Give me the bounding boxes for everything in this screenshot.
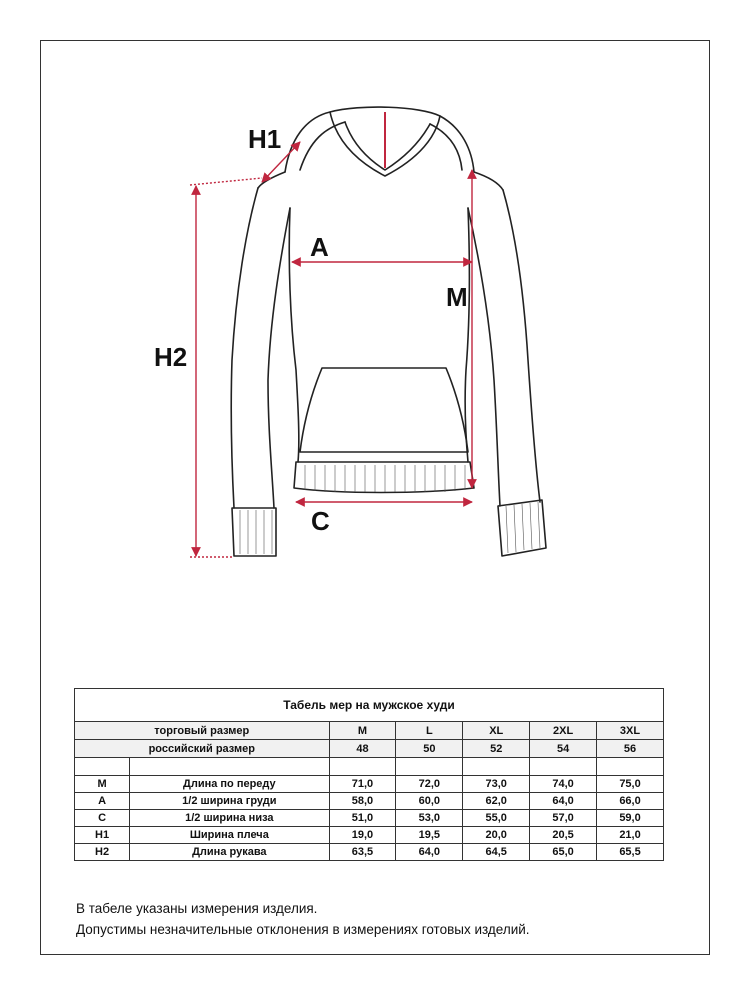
row-value: 74,0 [529, 775, 598, 793]
row-value: 59,0 [596, 809, 664, 827]
row-code: C [73, 809, 131, 827]
row-value: 51,0 [328, 809, 397, 827]
russian-size-label: российский размер [74, 739, 330, 758]
size-chart-table: Табель мер на мужское худи торговый разм… [73, 688, 664, 861]
row-value: 72,0 [395, 775, 464, 793]
row-name: Длина по переду [129, 775, 330, 793]
size-cell: L [395, 721, 464, 740]
row-value: 53,0 [395, 809, 464, 827]
label-h2: H2 [154, 342, 188, 372]
russian-size-cell: 52 [462, 739, 531, 758]
size-cell: XL [462, 721, 531, 740]
row-value: 64,5 [462, 843, 531, 861]
size-cell: 3XL [596, 721, 664, 740]
row-name: 1/2 ширина низа [129, 809, 330, 827]
row-value: 21,0 [596, 826, 664, 844]
row-value: 20,0 [462, 826, 531, 844]
footnote-line-2: Допустимы незначительные отклонения в из… [76, 922, 530, 937]
size-cell: M [328, 721, 397, 740]
rib-lines [239, 465, 541, 554]
russian-size-cell: 54 [529, 739, 598, 758]
label-h1: H1 [248, 124, 282, 154]
table-row: H1 Ширина плеча 19,0 19,5 20,0 20,5 21,0 [73, 826, 664, 844]
measure-lines [189, 141, 477, 558]
table-row: M Длина по переду 71,0 72,0 73,0 74,0 75… [73, 775, 664, 793]
row-value: 75,0 [596, 775, 664, 793]
label-a: A [310, 232, 329, 262]
page-frame [40, 40, 710, 955]
label-m: M [446, 282, 468, 312]
row-code: A [73, 792, 131, 810]
row-value: 64,0 [529, 792, 598, 810]
row-code: H2 [73, 843, 131, 861]
row-value: 66,0 [596, 792, 664, 810]
row-value: 19,5 [395, 826, 464, 844]
row-value: 63,5 [328, 843, 397, 861]
spacer-row [73, 757, 664, 776]
row-value: 58,0 [328, 792, 397, 810]
row-name: Длина рукава [129, 843, 330, 861]
row-code: M [73, 775, 131, 793]
russian-size-cell: 50 [395, 739, 464, 758]
row-value: 62,0 [462, 792, 531, 810]
row-value: 57,0 [529, 809, 598, 827]
table-row: H2 Длина рукава 63,5 64,0 64,5 65,0 65,5 [73, 843, 664, 861]
trade-size-row: торговый размер M L XL 2XL 3XL [74, 721, 664, 740]
hoodie-outline [230, 106, 547, 557]
row-code: H1 [73, 826, 131, 844]
label-c: C [311, 506, 330, 536]
row-value: 20,5 [529, 826, 598, 844]
size-cell: 2XL [529, 721, 598, 740]
row-value: 64,0 [395, 843, 464, 861]
row-value: 60,0 [395, 792, 464, 810]
hoodie-sketch [189, 106, 547, 558]
table-row: A 1/2 ширина груди 58,0 60,0 62,0 64,0 6… [73, 792, 664, 810]
row-value: 73,0 [462, 775, 531, 793]
row-value: 65,0 [529, 843, 598, 861]
row-value: 65,5 [596, 843, 664, 861]
footnotes: В табеле указаны измерения изделия. Допу… [76, 898, 530, 940]
russian-size-row: российский размер 48 50 52 54 56 [74, 739, 664, 758]
table-title: Табель мер на мужское худи [74, 688, 664, 722]
row-name: 1/2 ширина груди [129, 792, 330, 810]
table-row: C 1/2 ширина низа 51,0 53,0 55,0 57,0 59… [73, 809, 664, 827]
row-name: Ширина плеча [129, 826, 330, 844]
row-value: 19,0 [328, 826, 397, 844]
row-value: 71,0 [328, 775, 397, 793]
trade-size-label: торговый размер [74, 721, 330, 740]
russian-size-cell: 48 [328, 739, 397, 758]
row-value: 55,0 [462, 809, 531, 827]
russian-size-cell: 56 [596, 739, 664, 758]
footnote-line-1: В табеле указаны измерения изделия. [76, 901, 318, 916]
